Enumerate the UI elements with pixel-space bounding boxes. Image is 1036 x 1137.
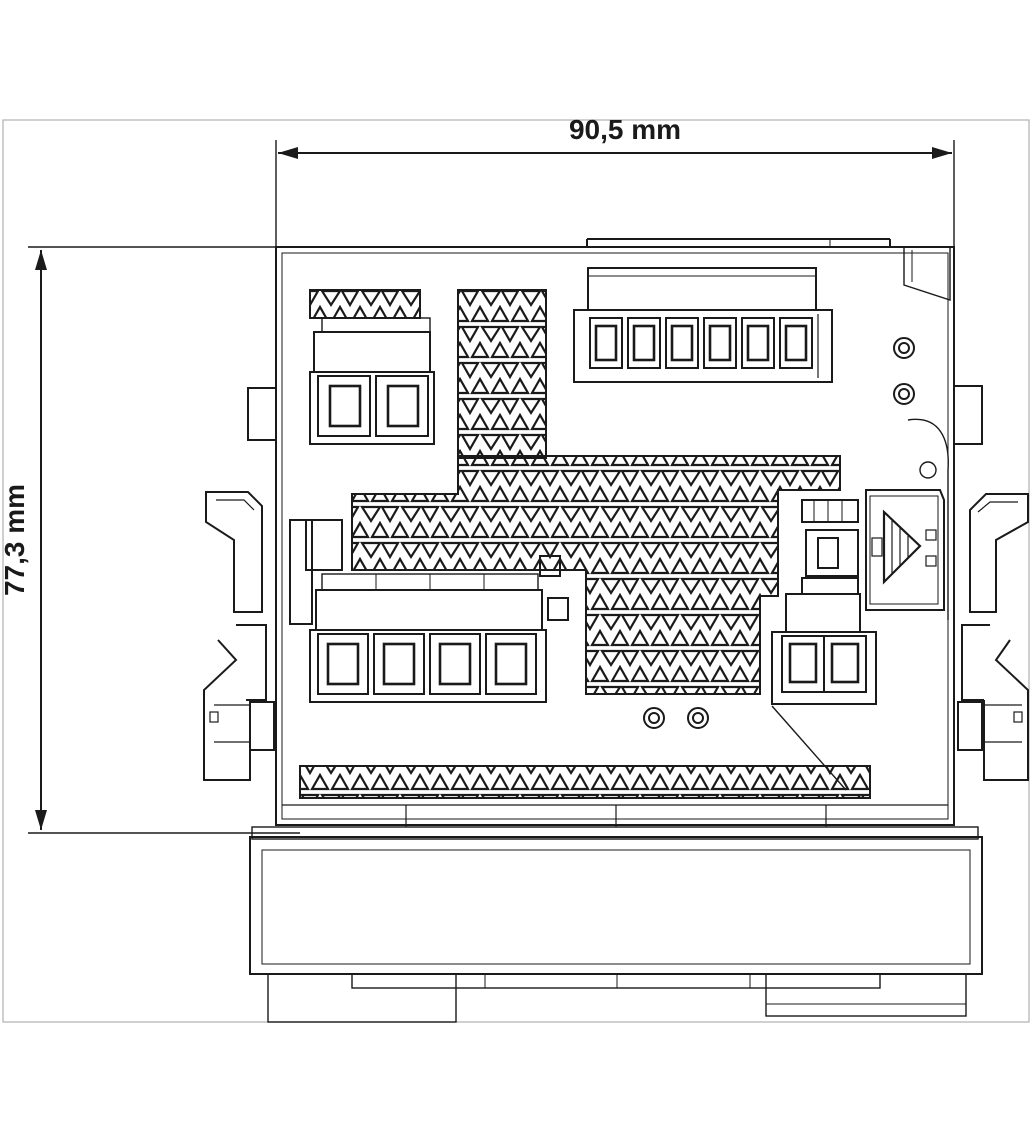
vent-bottom-band xyxy=(299,765,871,799)
drawing-frame xyxy=(2,119,1030,1023)
terminal-block-2pole-bottom xyxy=(771,593,877,791)
right-mounting-clip xyxy=(953,385,1029,781)
small-components xyxy=(289,519,569,625)
width-dimension-label: 90,5 mm xyxy=(569,114,681,145)
rotary-switch-housing xyxy=(801,489,945,611)
vent-column xyxy=(457,289,547,459)
vent-top-left xyxy=(309,289,421,319)
height-dimension-label: 77,3 mm xyxy=(0,484,30,596)
terminal-block-2pole-top xyxy=(309,317,435,445)
left-mounting-clip xyxy=(203,387,277,781)
terminal-block-6pole xyxy=(573,267,833,383)
led-indicators xyxy=(643,337,915,729)
vent-middle-band xyxy=(351,455,841,695)
device-body xyxy=(275,238,955,826)
ventilation-grilles xyxy=(299,289,871,799)
terminal-block-4pole xyxy=(309,573,547,703)
din-rail-base xyxy=(249,804,983,1023)
